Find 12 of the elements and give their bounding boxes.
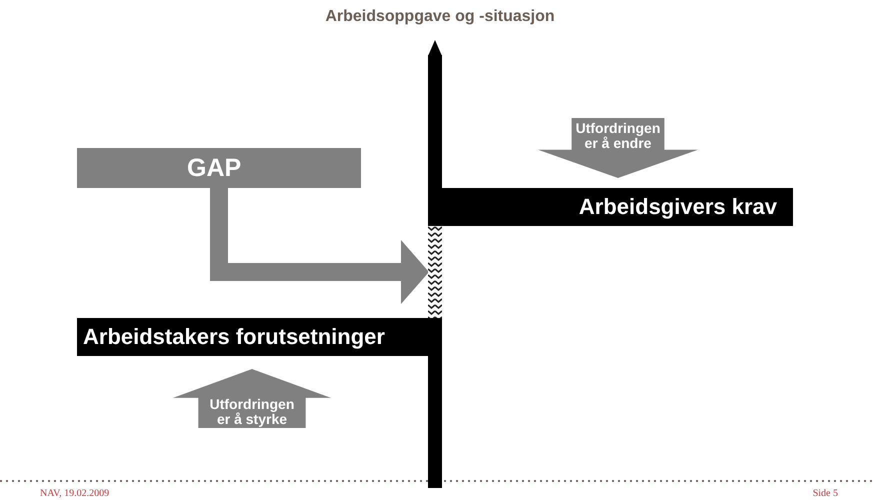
label-bar: Arbeidsgivers krav: [428, 188, 793, 226]
label-bar: Arbeidstakers forutsetninger: [77, 318, 442, 356]
arrow-label: Utfordringen er å endre: [574, 121, 662, 151]
arrow-label: Utfordringen er å styrke: [208, 397, 296, 427]
footer-date: NAV, 19.02.2009: [40, 488, 110, 499]
bent-arrow: [210, 188, 429, 304]
zigzag-strip: [428, 226, 442, 318]
page-number: Side 5: [812, 488, 838, 499]
label-bar: GAP: [77, 148, 361, 188]
up-arrow-shape: [173, 369, 331, 428]
down-arrow-shape: [538, 118, 698, 178]
axis-title: Arbeidsoppgave og -situasjon: [324, 8, 556, 26]
